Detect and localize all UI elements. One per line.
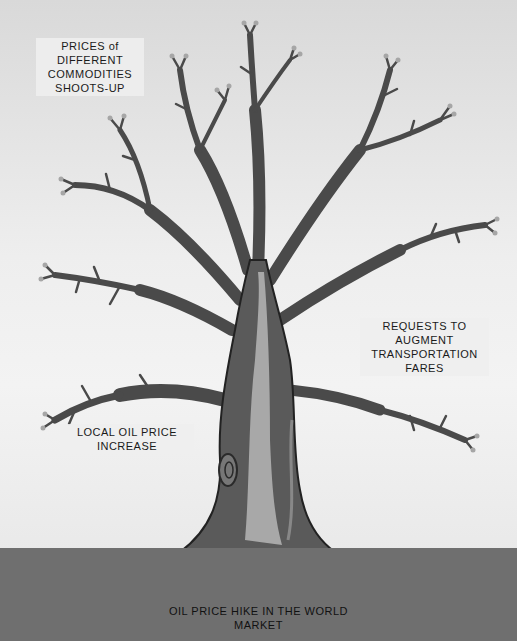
- effect-label: PRICES of DIFFERENT COMMODITIES SHOOTS-U…: [36, 38, 144, 96]
- cause-label: OIL PRICE HIKE IN THE WORLD MARKET: [169, 604, 349, 632]
- effect-label: LOCAL OIL PRICE INCREASE: [60, 424, 194, 454]
- ground-band: OIL PRICE HIKE IN THE WORLD MARKET: [0, 548, 517, 641]
- effect-label: REQUESTS TO AUGMENT TRANSPORTATION FARES: [360, 318, 489, 376]
